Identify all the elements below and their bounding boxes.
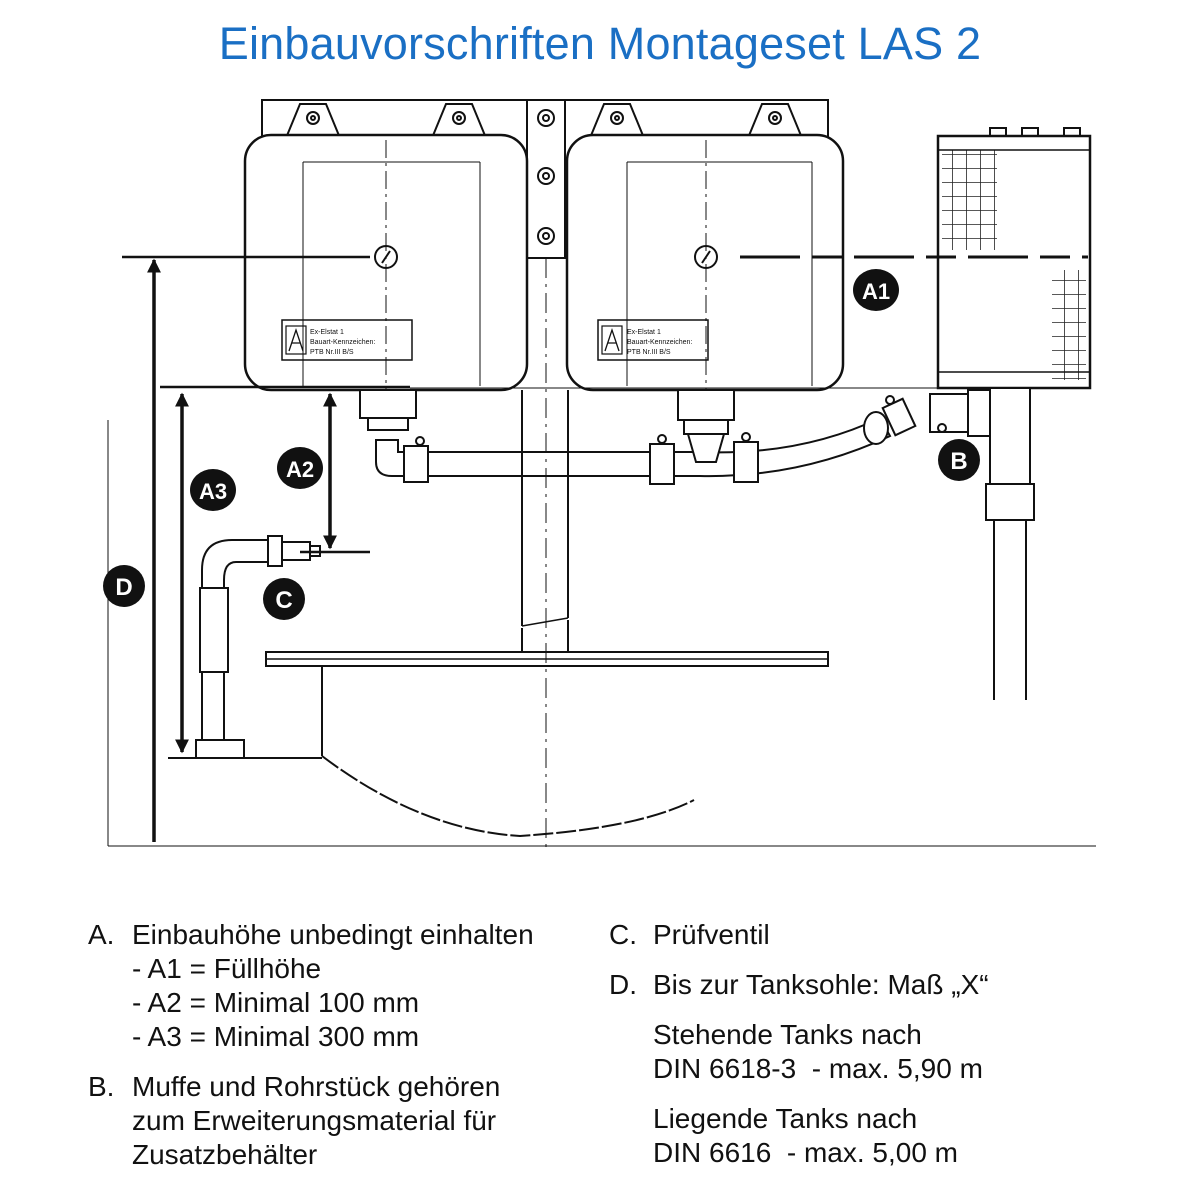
label-c: C <box>275 587 292 614</box>
label-a2-badge: A2 <box>277 447 323 489</box>
legend-item-c: C. Prüfventil <box>609 918 1169 952</box>
legend-c-text: Prüfventil <box>653 919 770 950</box>
label-c-badge: C <box>263 578 305 620</box>
page-title: Einbauvorschriften Montageset LAS 2 <box>218 18 982 69</box>
label-b-badge: B <box>938 439 980 481</box>
left-plate-line-1: Ex-Elstat 1 <box>310 329 344 336</box>
left-type-plate <box>281 319 413 361</box>
riser-pipe <box>989 387 1031 489</box>
left-tank-plug <box>374 245 398 269</box>
legend-a-letter: A. <box>88 919 115 950</box>
legend-b-line-1: Muffe und Rohrstück gehören <box>132 1071 501 1102</box>
label-a3-badge: A3 <box>190 469 236 511</box>
legend-item-b: B. Muffe und Rohrstück gehören <box>88 1070 608 1104</box>
label-b: B <box>950 448 967 475</box>
legend-item-a: A. Einbauhöhe unbedingt einhalten <box>88 918 608 952</box>
legend-a-item-3: - A3 = Minimal 300 mm <box>132 1021 420 1052</box>
right-tank-plug <box>694 245 718 269</box>
tank-bottom <box>321 755 695 838</box>
legend-d-lying-2: DIN 6616 - max. 5,00 m <box>653 1137 959 1168</box>
right-plate-line-2: Bauart-Kennzeichen: <box>627 339 692 346</box>
right-plate-line-3: PTB Nr.III B/S <box>627 349 671 356</box>
legend-right: C. Prüfventil D. Bis zur Tanksohle: Maß … <box>609 918 1169 1170</box>
installation-diagram: Ex-Elstat 1 Bauart-Kennzeichen: PTB Nr.I… <box>103 99 1096 850</box>
legend-left: A. Einbauhöhe unbedingt einhalten - A1 =… <box>88 918 608 1172</box>
label-a2: A2 <box>286 457 314 482</box>
bracket-group <box>285 103 803 139</box>
legend-item-d: D. Bis zur Tanksohle: Maß „X“ <box>609 968 1169 1002</box>
legend-a-item-2: - A2 = Minimal 100 mm <box>132 987 420 1018</box>
right-plate-line-1: Ex-Elstat 1 <box>627 329 661 336</box>
legend-c-letter: C. <box>609 919 637 950</box>
legend-d-text: Bis zur Tanksohle: Maß „X“ <box>653 969 989 1000</box>
legend-b-line-3: Zusatzbehälter <box>132 1139 318 1170</box>
connecting-pipe <box>375 416 892 478</box>
right-tank <box>565 133 845 392</box>
label-a1-badge: A1 <box>853 269 899 311</box>
left-plate-line-3: PTB Nr.III B/S <box>310 349 354 356</box>
legend-d-lying-1: Liegende Tanks nach <box>653 1103 918 1134</box>
legend-b-line-2: zum Erweiterungsmaterial für <box>132 1105 497 1136</box>
left-plate-line-2: Bauart-Kennzeichen: <box>310 339 375 346</box>
right-type-plate <box>597 319 709 361</box>
label-d: D <box>115 574 132 601</box>
legend-a-text: Einbauhöhe unbedingt einhalten <box>132 919 534 950</box>
legend-a-item-1: - A1 = Füllhöhe <box>132 953 322 984</box>
label-a1: A1 <box>862 279 890 304</box>
legend-d-letter: D. <box>609 969 637 1000</box>
label-a3: A3 <box>199 479 227 504</box>
legend-d-standing-1: Stehende Tanks nach <box>653 1019 922 1050</box>
legend-d-standing-2: DIN 6618-3 - max. 5,90 m <box>653 1053 983 1084</box>
legend-b-letter: B. <box>88 1071 115 1102</box>
label-d-badge: D <box>103 565 145 607</box>
